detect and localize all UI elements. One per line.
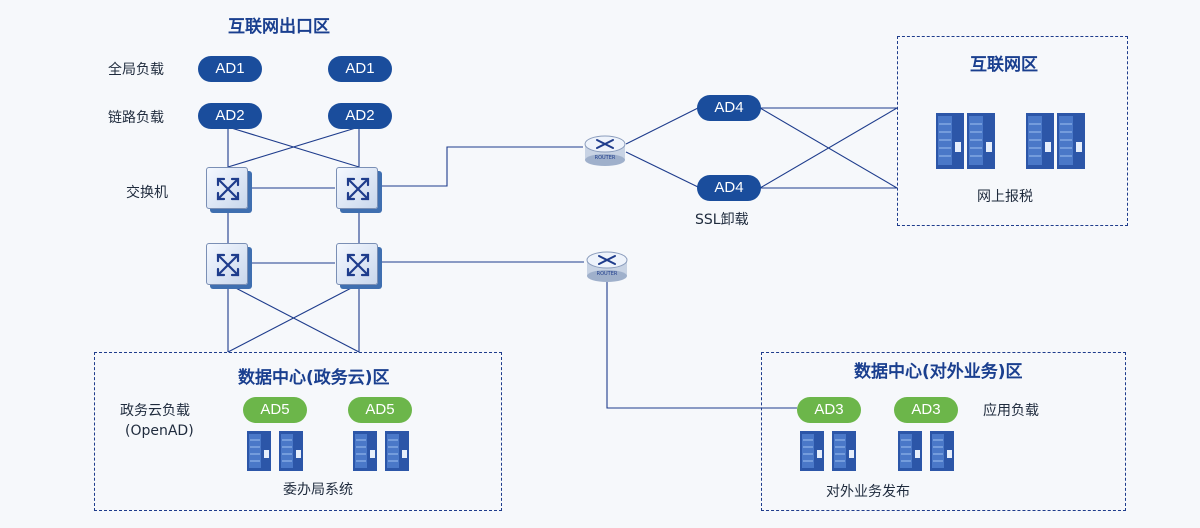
ad5-device[interactable]: AD5 xyxy=(348,397,412,423)
ad1-device[interactable]: AD1 xyxy=(328,56,392,82)
internet-zone xyxy=(897,36,1128,226)
ssl-offload-label: SSL卸载 xyxy=(695,212,749,228)
gov-lb-label: 政务云负载 xyxy=(120,403,190,419)
link-router-ad4-top xyxy=(625,107,699,145)
internet-exit-zone-title: 互联网出口区 xyxy=(228,17,330,37)
dc-external-title: 数据中心(对外业务)区 xyxy=(854,362,1023,382)
svg-text:ROUTER: ROUTER xyxy=(597,271,618,277)
ad1-device[interactable]: AD1 xyxy=(198,56,262,82)
internet-server-label: 网上报税 xyxy=(977,189,1033,205)
dc-external-zone xyxy=(761,352,1126,511)
switch-icon[interactable] xyxy=(206,167,248,209)
ad2-device[interactable]: AD2 xyxy=(328,103,392,129)
server-rack-icon xyxy=(1026,113,1085,169)
svg-text:ROUTER: ROUTER xyxy=(595,155,616,161)
router-icon[interactable]: ROUTER xyxy=(583,130,627,166)
router-icon[interactable]: ROUTER xyxy=(585,246,629,282)
link-ad2-right-switch-left xyxy=(227,126,360,168)
server-rack-icon xyxy=(936,113,995,169)
ad3-device[interactable]: AD3 xyxy=(894,397,958,423)
switch-icon[interactable] xyxy=(336,243,378,285)
dc-gov-cloud-zone xyxy=(94,352,502,511)
external-lb-label: 应用负载 xyxy=(983,403,1039,419)
link-lb-label: 链路负载 xyxy=(108,110,164,126)
global-lb-label: 全局负载 xyxy=(108,62,164,78)
link-ad4-bottom-internet-top xyxy=(759,107,898,189)
server-rack-icon xyxy=(898,431,954,471)
ad5-device[interactable]: AD5 xyxy=(243,397,307,423)
switch-icon[interactable] xyxy=(336,167,378,209)
ad4-device[interactable]: AD4 xyxy=(697,175,761,201)
link-switch-router-top xyxy=(380,146,583,187)
internet-zone-title: 互联网区 xyxy=(970,55,1038,75)
switch-label: 交换机 xyxy=(126,185,168,201)
link-router-ad4-bottom xyxy=(625,151,699,188)
link-switch-dc-cross2 xyxy=(227,283,360,353)
ad3-device[interactable]: AD3 xyxy=(797,397,861,423)
link-router-ad3 xyxy=(606,280,797,409)
gov-lb-openad-label: (OpenAD) xyxy=(125,423,194,439)
ad4-device[interactable]: AD4 xyxy=(697,95,761,121)
dc-gov-cloud-title: 数据中心(政务云)区 xyxy=(238,368,390,388)
gov-server-label: 委办局系统 xyxy=(283,482,353,498)
server-rack-icon xyxy=(353,431,409,471)
server-rack-icon xyxy=(800,431,856,471)
ad2-device[interactable]: AD2 xyxy=(198,103,262,129)
switch-icon[interactable] xyxy=(206,243,248,285)
server-rack-icon xyxy=(247,431,303,471)
external-server-label: 对外业务发布 xyxy=(826,484,910,500)
